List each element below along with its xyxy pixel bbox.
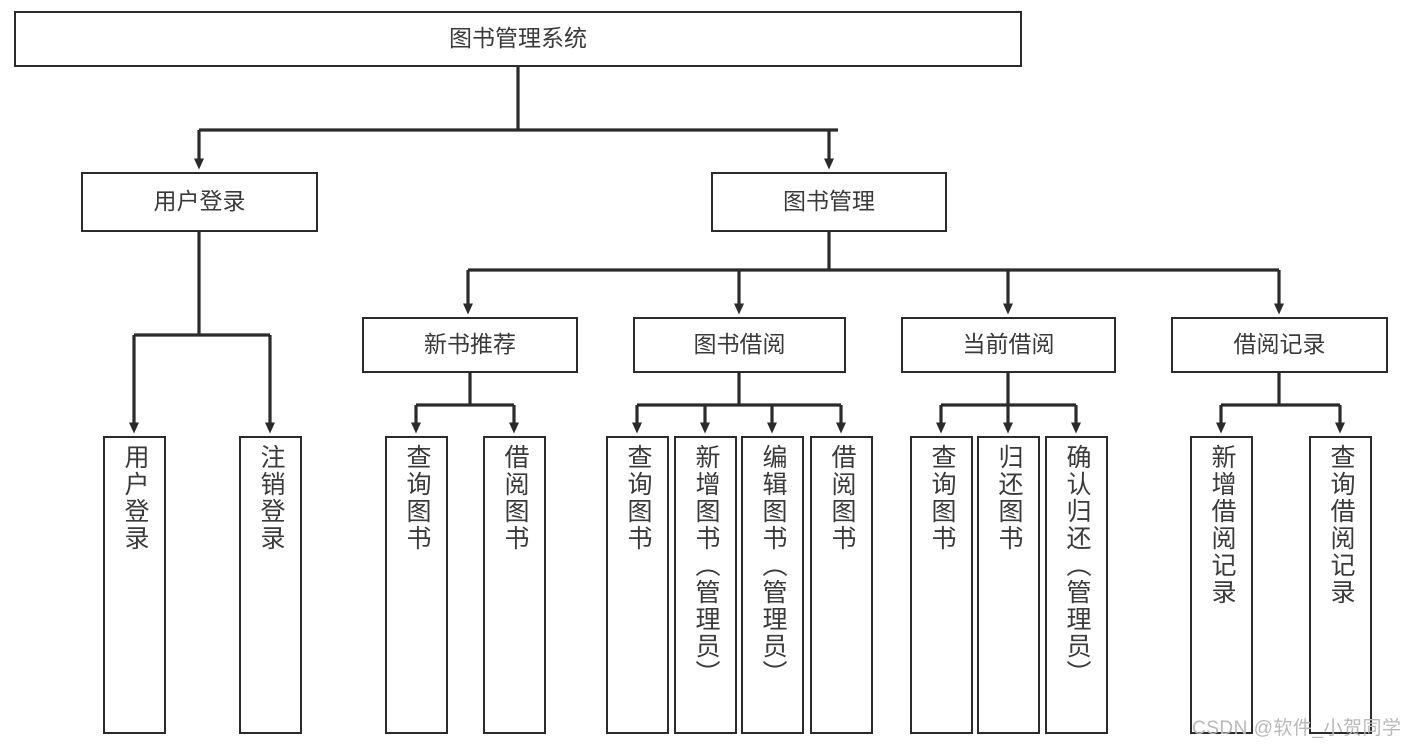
node-label: 编辑图书（管理员）	[759, 444, 787, 687]
node-label: 借阅图书	[501, 444, 529, 552]
node-leaf-return-book[interactable]: 归还图书	[977, 436, 1040, 734]
node-current-borrow[interactable]: 当前借阅	[901, 317, 1116, 373]
node-leaf-borrow-book-1[interactable]: 借阅图书	[483, 436, 546, 734]
node-label: 新书推荐	[424, 331, 516, 358]
node-label: 图书管理	[783, 188, 875, 215]
node-root-system[interactable]: 图书管理系统	[14, 11, 1022, 67]
node-leaf-add-book[interactable]: 新增图书（管理员）	[674, 436, 737, 734]
node-new-book-recommend[interactable]: 新书推荐	[362, 317, 578, 373]
node-book-borrow[interactable]: 图书借阅	[633, 317, 846, 373]
node-leaf-edit-book[interactable]: 编辑图书（管理员）	[741, 436, 804, 734]
node-leaf-borrow-book-2[interactable]: 借阅图书	[810, 436, 873, 734]
node-leaf-add-record[interactable]: 新增借阅记录	[1190, 436, 1253, 734]
node-borrow-record[interactable]: 借阅记录	[1171, 317, 1388, 373]
node-leaf-query-book-1[interactable]: 查询图书	[385, 436, 448, 734]
node-label: 当前借阅	[962, 331, 1055, 358]
node-leaf-confirm-return[interactable]: 确认归还（管理员）	[1045, 436, 1108, 734]
node-label: 借阅记录	[1233, 331, 1326, 358]
node-label: 查询图书	[928, 444, 956, 552]
node-label: 借阅图书	[828, 444, 856, 552]
node-leaf-user-logout[interactable]: 注销登录	[239, 436, 302, 734]
node-book-management[interactable]: 图书管理	[711, 172, 947, 232]
node-label: 新增借阅记录	[1208, 444, 1236, 606]
node-label: 用户登录	[121, 444, 149, 552]
watermark-text: CSDN @软件_小贺同学	[1192, 718, 1402, 739]
node-leaf-query-book-3[interactable]: 查询图书	[910, 436, 973, 734]
node-label: 图书借阅	[693, 331, 786, 358]
node-label: 确认归还（管理员）	[1063, 444, 1091, 687]
node-user-login[interactable]: 用户登录	[81, 172, 318, 232]
node-label: 查询借阅记录	[1327, 444, 1355, 606]
node-label: 查询图书	[403, 444, 431, 552]
node-leaf-query-book-2[interactable]: 查询图书	[606, 436, 669, 734]
node-label: 图书管理系统	[449, 25, 587, 52]
node-label: 查询图书	[624, 444, 652, 552]
node-label: 注销登录	[257, 444, 285, 552]
node-leaf-query-record[interactable]: 查询借阅记录	[1309, 436, 1372, 734]
node-label: 用户登录	[153, 188, 246, 215]
node-label: 新增图书（管理员）	[692, 444, 720, 687]
node-label: 归还图书	[995, 444, 1023, 552]
node-leaf-user-login[interactable]: 用户登录	[103, 436, 166, 734]
